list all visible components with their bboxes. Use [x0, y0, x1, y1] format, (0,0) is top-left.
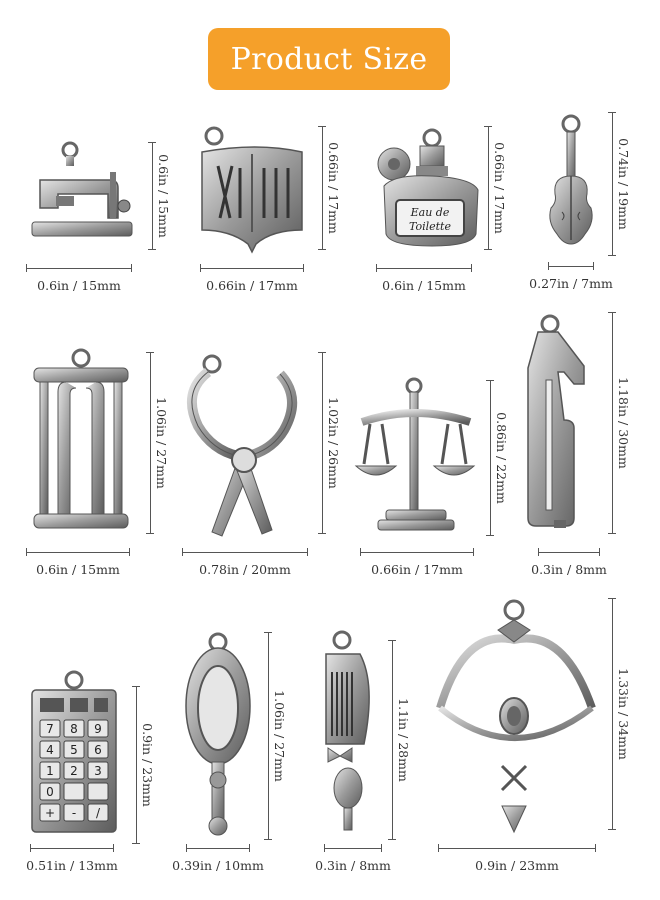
- calculator-key-label: -: [72, 806, 76, 820]
- sewing-machine-height-label: 0.6in / 15mm: [156, 154, 171, 238]
- violin-height-label: 0.74in / 19mm: [616, 138, 631, 230]
- calculator-charm: 7 8 9 4 5 6 1 2 3 0 + - /: [31, 670, 117, 833]
- hand-mirror-charm: [185, 632, 251, 836]
- calculator-key: [39, 740, 61, 759]
- frame-charm: [33, 348, 129, 529]
- calculator-key-label: 9: [94, 722, 102, 736]
- scales-charm: [354, 377, 476, 531]
- calculator-key-label: 8: [70, 722, 78, 736]
- scales-height-label: 0.86in / 22mm: [494, 412, 509, 504]
- calculator-key: [63, 782, 85, 801]
- scales-width-label: 0.66in / 17mm: [371, 562, 463, 577]
- product-size-title: Product Size: [208, 28, 450, 90]
- calculator-key: [39, 761, 61, 780]
- sewing-kit-width-label: 0.66in / 17mm: [206, 278, 298, 293]
- hacksaw-height-label: 1.18in / 30mm: [616, 377, 631, 469]
- calculator-key-label: 0: [46, 785, 54, 799]
- calculator-key-label: 2: [70, 764, 78, 778]
- comb-charm: [325, 630, 370, 831]
- hacksaw-width-label: 0.3in / 8mm: [531, 562, 607, 577]
- comb-width-label: 0.3in / 8mm: [315, 858, 391, 873]
- hacksaw-charm: [527, 314, 585, 528]
- frame-width-label: 0.6in / 15mm: [36, 562, 120, 577]
- calculator-key-label: 3: [94, 764, 102, 778]
- calculator-key: [63, 719, 85, 738]
- calculator-key-label: 7: [46, 722, 54, 736]
- calculator-key: [39, 803, 61, 822]
- calculator-key-label: /: [96, 806, 101, 820]
- sewing-machine-width-label: 0.6in / 15mm: [37, 278, 121, 293]
- hand-mirror-width-label: 0.39in / 10mm: [172, 858, 264, 873]
- calculator-key: [87, 761, 109, 780]
- sewing-kit-charm: [201, 126, 303, 254]
- bow-width-label: 0.9in / 23mm: [475, 858, 559, 873]
- calculator-key: [87, 782, 109, 801]
- calculator-key: [63, 740, 85, 759]
- bow-and-arrow-charm: [436, 599, 596, 834]
- calculator-key-label: 4: [46, 743, 54, 757]
- scissors-height-label: 1.02in / 26mm: [326, 397, 341, 489]
- sewing-machine-charm: [31, 141, 133, 237]
- calculator-height-label: 0.9in / 23mm: [140, 723, 155, 807]
- hand-mirror-height-label: 1.06in / 27mm: [272, 690, 287, 782]
- scissors-width-label: 0.78in / 20mm: [199, 562, 291, 577]
- perfume-engraving-line1: Eau de: [410, 206, 450, 219]
- perfume-height-label: 0.66in / 17mm: [492, 142, 507, 234]
- calculator-key: [63, 803, 85, 822]
- perfume-engraving-line2: Toilette: [409, 220, 451, 233]
- comb-height-label: 1.1in / 28mm: [396, 698, 411, 782]
- calculator-key-label: +: [45, 806, 55, 820]
- calculator-key: [63, 761, 85, 780]
- calculator-key: [87, 740, 109, 759]
- calculator-key-label: 5: [70, 743, 78, 757]
- scissors-charm: [187, 354, 298, 537]
- sewing-kit-height-label: 0.66in / 17mm: [326, 142, 341, 234]
- perfume-bottle-charm: Eau de Toilette: [377, 128, 479, 247]
- violin-width-label: 0.27in / 7mm: [529, 276, 613, 291]
- calculator-key: [87, 719, 109, 738]
- calculator-key-label: 1: [46, 764, 54, 778]
- bow-height-label: 1.33in / 34mm: [616, 668, 631, 760]
- perfume-width-label: 0.6in / 15mm: [382, 278, 466, 293]
- calculator-key: [87, 803, 109, 822]
- frame-height-label: 1.06in / 27mm: [154, 397, 169, 489]
- calculator-key: [39, 719, 61, 738]
- calculator-key: [39, 782, 61, 801]
- violin-charm: [549, 114, 593, 245]
- calculator-width-label: 0.51in / 13mm: [26, 858, 118, 873]
- calculator-key-label: 6: [94, 743, 102, 757]
- calculator-keypad: 7 8 9 4 5 6 1 2 3 0 + - /: [39, 719, 109, 822]
